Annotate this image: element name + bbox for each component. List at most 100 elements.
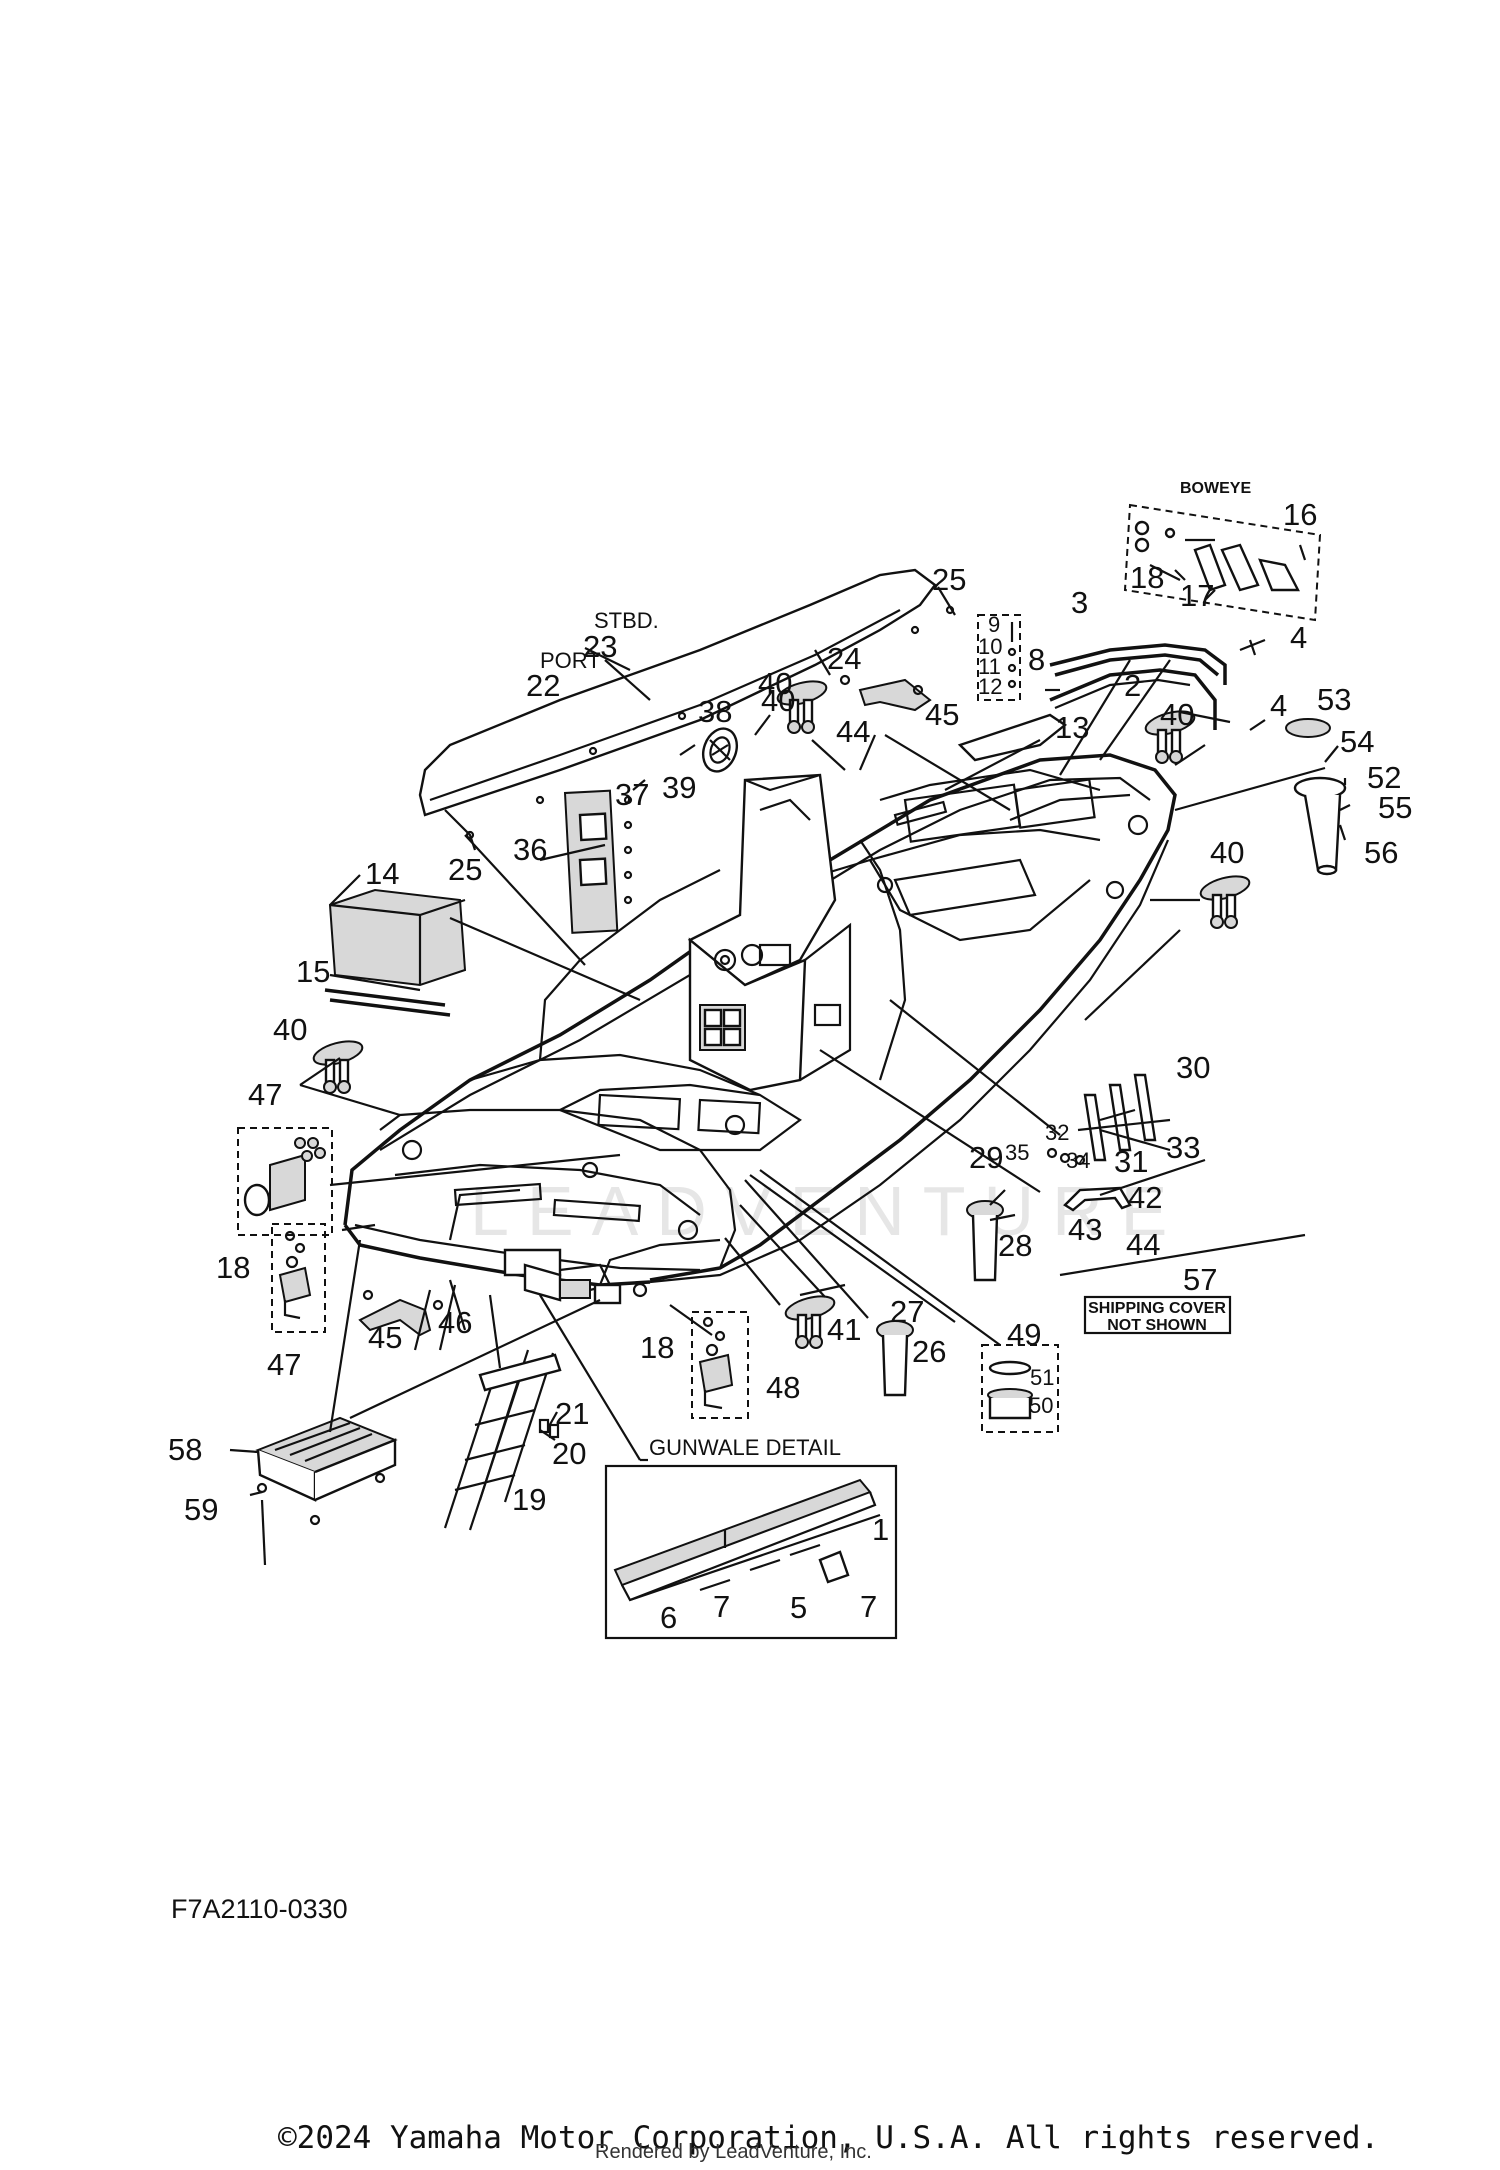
gunwale-rail-drawing [418, 568, 955, 851]
callout-5: 5 [790, 1590, 807, 1625]
callout-56: 56 [1364, 835, 1398, 870]
callout-45: 45 [368, 1320, 402, 1355]
callout-44: 44 [1126, 1227, 1160, 1262]
boweye-box: BOWEYE [1123, 480, 1322, 622]
figure-code: F7A2110-0330 [171, 1894, 348, 1924]
callout-38: 38 [698, 694, 732, 729]
callout-12: 12 [978, 674, 1002, 699]
callout-2: 2 [1124, 668, 1141, 703]
callout-16: 16 [1283, 497, 1317, 532]
callout-54: 54 [1340, 724, 1374, 759]
callout-40: 40 [273, 1012, 307, 1047]
callout-36: 36 [513, 832, 547, 867]
callout-35: 35 [1005, 1140, 1029, 1165]
grab-handle-group [358, 674, 932, 1337]
part-15-rods [324, 988, 451, 1017]
callout-13: 13 [1055, 710, 1089, 745]
callout-55: 55 [1378, 790, 1412, 825]
callout-48: 48 [766, 1370, 800, 1405]
callout-27: 27 [890, 1294, 924, 1329]
callout-58: 58 [168, 1432, 202, 1467]
callout-32: 32 [1045, 1120, 1069, 1145]
callout-9: 9 [988, 612, 1000, 637]
callout-22: 22 [526, 668, 560, 703]
callout-25: 25 [932, 562, 966, 597]
callout-31: 31 [1114, 1144, 1148, 1179]
cleat-group [312, 680, 1251, 1349]
callout-33: 33 [1166, 1130, 1200, 1165]
callout-53: 53 [1317, 682, 1351, 717]
callout-26: 26 [912, 1334, 946, 1369]
leader-lines [229, 544, 1351, 1566]
part-48-drain-box [981, 1344, 1059, 1433]
callout-52: 52 [1367, 760, 1401, 795]
part-47-box-left [271, 1223, 326, 1333]
callout-10: 10 [978, 634, 1002, 659]
callout-50: 50 [1029, 1393, 1053, 1418]
callout-45: 45 [925, 697, 959, 732]
boarding-step [255, 1416, 398, 1526]
callout-7: 7 [860, 1589, 877, 1624]
shipping-cover-line2: NOT SHOWN [1107, 1317, 1207, 1334]
callout-59: 59 [184, 1492, 218, 1527]
callout-42: 42 [1128, 1180, 1162, 1215]
callout-3: 3 [1071, 585, 1088, 620]
rod-rack [1046, 1073, 1171, 1166]
callout-49: 49 [1007, 1317, 1041, 1352]
gunwale-detail-box: GUNWALE DETAIL [604, 1435, 898, 1640]
callout-41: 41 [827, 1312, 861, 1347]
callout-18: 18 [216, 1250, 250, 1285]
callout-4: 4 [1270, 688, 1287, 723]
callout-7: 7 [713, 1589, 730, 1624]
callout-14: 14 [365, 856, 399, 891]
callout-47: 47 [248, 1077, 282, 1112]
callout-51: 51 [1030, 1365, 1054, 1390]
callout-11: 11 [978, 654, 1001, 679]
callout-39: 39 [662, 770, 696, 805]
rod-holders [876, 1200, 1004, 1397]
part-51-fill-assy [1285, 718, 1347, 876]
callout-1: 1 [872, 1512, 889, 1547]
rub-rail-drawing [1049, 643, 1227, 730]
callout-18: 18 [640, 1330, 674, 1365]
callout-21: 21 [555, 1396, 589, 1431]
rendered-by-credit: Rendered by LeadVenture, Inc. [595, 2141, 872, 2163]
shipping-cover-note: SHIPPING COVER NOT SHOWN [1083, 1295, 1232, 1335]
callout-23: 23 [583, 629, 617, 664]
callout-57: 57 [1183, 1262, 1217, 1297]
gunwale-detail-label: GUNWALE DETAIL [649, 1435, 841, 1460]
part-47-box-right [691, 1311, 749, 1419]
callout-25: 25 [448, 852, 482, 887]
callout-46: 46 [438, 1305, 472, 1340]
callout-20: 20 [552, 1436, 586, 1471]
part-46-box [237, 1127, 333, 1236]
part-13-pad [957, 713, 1068, 762]
callout-40: 40 [1210, 835, 1244, 870]
watermark: LEADVENTURE [470, 1172, 1185, 1250]
part-38-vent [701, 727, 739, 773]
callout-19: 19 [512, 1482, 546, 1517]
callout-4: 4 [1290, 620, 1307, 655]
callout-40: 40 [761, 683, 795, 718]
callout-30: 30 [1176, 1050, 1210, 1085]
callout-44: 44 [836, 714, 870, 749]
callout-6: 6 [660, 1600, 677, 1635]
callout-17: 17 [1180, 578, 1214, 613]
part-14-box [328, 888, 467, 987]
callout-28: 28 [998, 1228, 1032, 1263]
callout-37: 37 [615, 777, 649, 812]
boweye-label: BOWEYE [1180, 480, 1251, 497]
screw-set-box [977, 614, 1021, 701]
copyright-notice: ©2024 Yamaha Motor Corporation, U.S.A. A… [278, 2120, 1379, 2156]
part-36-panel [563, 789, 633, 934]
callout-24: 24 [827, 641, 861, 676]
callout-40: 40 [758, 666, 792, 701]
callout-47: 47 [267, 1347, 301, 1382]
port-label: PORT [540, 648, 601, 673]
part-41-bracket [1063, 1186, 1132, 1212]
stbd-label: STBD. [594, 608, 659, 633]
callout-40: 40 [1160, 697, 1194, 732]
